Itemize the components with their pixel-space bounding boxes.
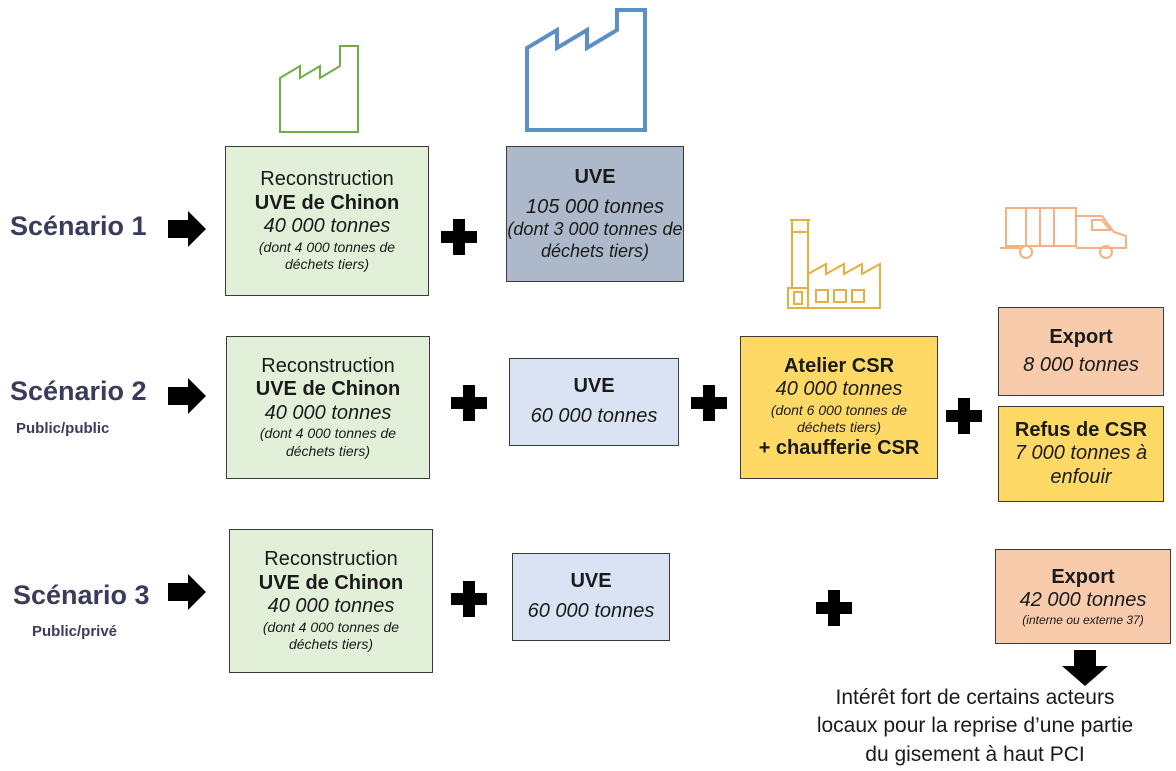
scenario-2-label: Scénario 2 — [10, 376, 147, 406]
box-title: UVE de Chinon — [254, 191, 400, 214]
uve-box-s2: UVE 60 000 tonnes — [509, 358, 679, 446]
box-title: UVE — [570, 570, 612, 593]
box-tonnage: 7 000 tonnes à enfouir — [1014, 442, 1148, 488]
arrow-right-icon — [168, 378, 206, 414]
box-tonnage: 8 000 tonnes — [1023, 353, 1139, 376]
export-box-s3: Export 42 000 tonnes (interne ou externe… — [995, 549, 1171, 644]
arrow-right-icon — [168, 211, 206, 247]
box-title: UVE — [574, 166, 616, 189]
box-note: (dont 3 000 tonnes de déchets tiers) — [507, 219, 683, 261]
uve-box-s3: UVE 60 000 tonnes — [512, 553, 670, 641]
refus-box-s2: Refus de CSR 7 000 tonnes à enfouir — [998, 406, 1164, 502]
box-tonnage: 60 000 tonnes — [530, 405, 658, 427]
truck-icon — [1000, 207, 1127, 259]
footnote-line-3: du gisement à haut PCI — [865, 742, 1085, 766]
box-tonnage: 40 000 tonnes — [263, 215, 391, 238]
factory-icon-green — [279, 45, 359, 133]
uve-box-s1: UVE 105 000 tonnes (dont 3 000 tonnes de… — [506, 146, 684, 282]
box-title: UVE — [573, 375, 615, 398]
arrow-down-icon — [1062, 650, 1108, 686]
arrow-right-icon — [168, 574, 206, 610]
box-note: (dont 4 000 tonnes de déchets tiers) — [259, 425, 397, 459]
plus-icon — [451, 581, 487, 617]
industrial-plant-icon — [787, 219, 881, 309]
box-extra: + chaufferie CSR — [758, 436, 920, 459]
box-tonnage: 42 000 tonnes — [1019, 589, 1147, 612]
box-tonnage: 60 000 tonnes — [527, 600, 655, 622]
box-title: Export — [1049, 325, 1113, 348]
footnote: Intérêt fort de certains acteurs locaux … — [780, 684, 1170, 769]
box-tonnage: 40 000 tonnes — [775, 378, 903, 401]
box-tonnage: 40 000 tonnes — [264, 401, 392, 424]
factory-icon-blue — [525, 8, 647, 132]
plus-icon — [816, 590, 852, 626]
box-note: (dont 4 000 tonnes de déchets tiers) — [262, 618, 400, 653]
scenario-3-label: Scénario 3 — [13, 580, 150, 610]
plus-icon — [451, 385, 487, 421]
box-line: Reconstruction — [261, 354, 395, 377]
box-note: (interne ou externe 37) — [1022, 613, 1144, 628]
chinon-box-s3: Reconstruction UVE de Chinon 40 000 tonn… — [229, 529, 433, 673]
plus-icon — [691, 385, 727, 421]
box-title: Refus de CSR — [1014, 418, 1148, 441]
box-title: UVE de Chinon — [255, 378, 401, 401]
box-note: (dont 6 000 tonnes de déchets tiers) — [770, 401, 908, 436]
scenario-2-sublabel: Public/public — [16, 420, 110, 437]
footnote-line-2: locaux pour la reprise d’une partie — [816, 714, 1134, 738]
plus-icon — [441, 219, 477, 255]
box-title: Atelier CSR — [783, 354, 895, 377]
footnote-line-1: Intérêt fort de certains acteurs — [835, 686, 1115, 709]
box-title: Export — [1051, 565, 1115, 588]
csr-box-s2: Atelier CSR 40 000 tonnes (dont 6 000 to… — [740, 336, 938, 479]
export-box-s2: Export 8 000 tonnes — [998, 307, 1164, 396]
box-tonnage: 105 000 tonnes — [526, 195, 664, 218]
box-title: UVE de Chinon — [258, 571, 404, 594]
box-tonnage: 40 000 tonnes — [267, 595, 395, 618]
box-line: Reconstruction — [260, 168, 394, 191]
box-line: Reconstruction — [264, 548, 398, 571]
scenario-3-sublabel: Public/privé — [32, 623, 118, 640]
scenario-1-label: Scénario 1 — [10, 211, 147, 241]
chinon-box-s1: Reconstruction UVE de Chinon 40 000 tonn… — [225, 146, 429, 296]
chinon-box-s2: Reconstruction UVE de Chinon 40 000 tonn… — [226, 336, 430, 479]
box-note: (dont 4 000 tonnes de déchets tiers) — [258, 238, 396, 273]
plus-icon — [946, 398, 982, 434]
